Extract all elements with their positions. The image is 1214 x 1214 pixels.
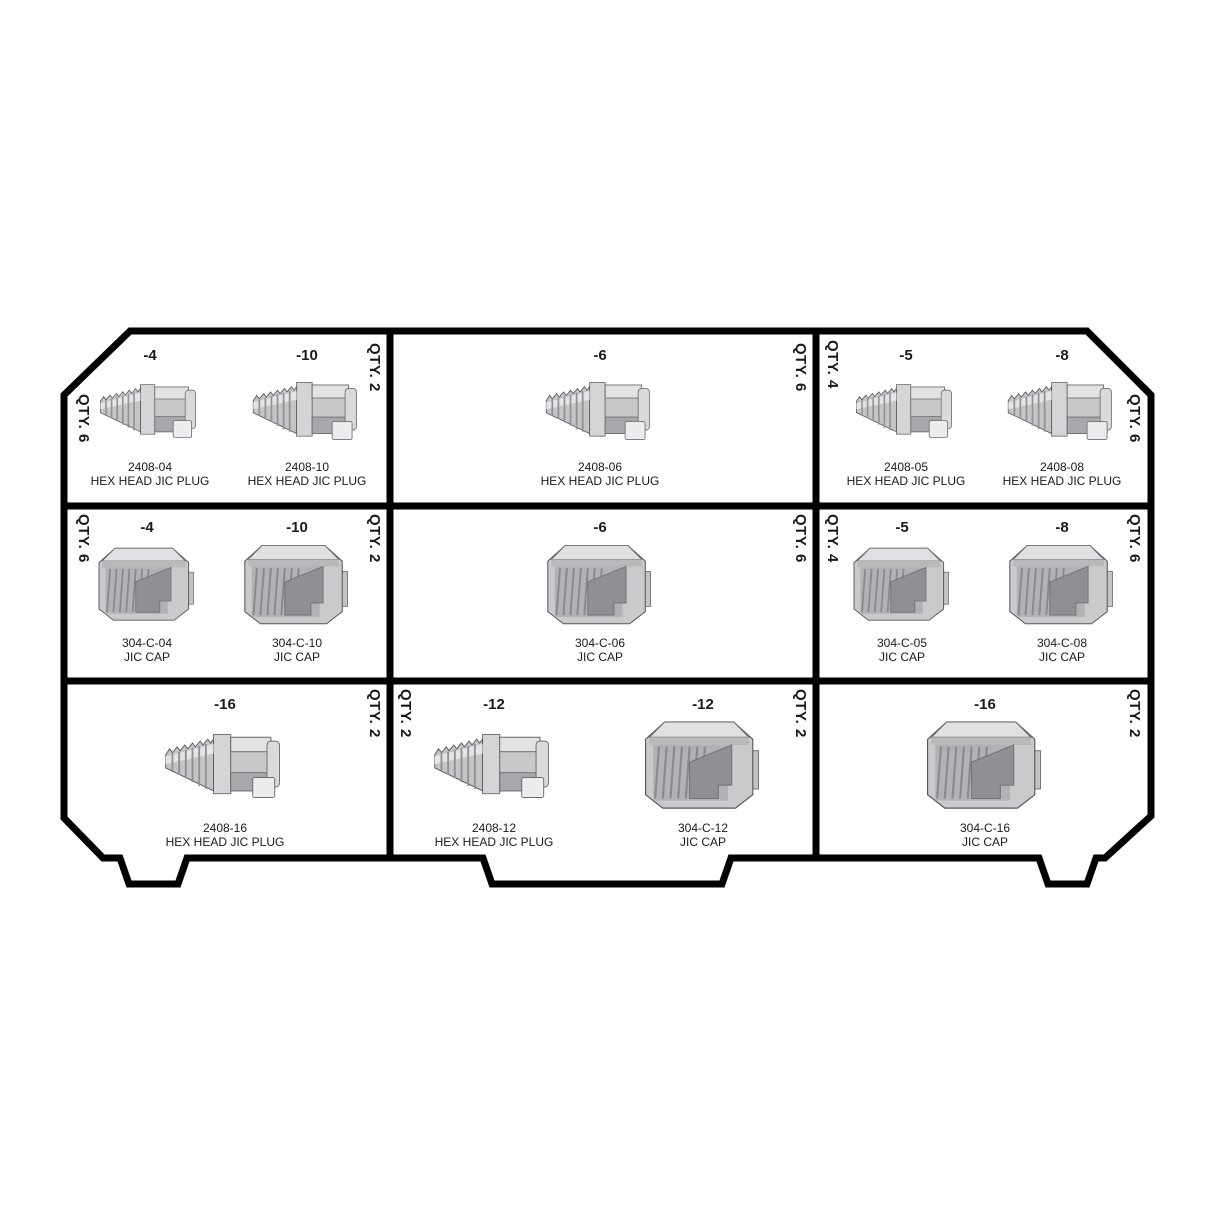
hex-plug-illustration: [158, 714, 292, 818]
qty-label: QTY. 6: [792, 343, 809, 392]
hex-plug-illustration: [1001, 365, 1123, 457]
item-name: JIC CAP: [1038, 650, 1085, 664]
qty-label: QTY. 2: [792, 689, 809, 738]
item-size-label: -8: [1055, 347, 1069, 364]
item-name: JIC CAP: [273, 650, 320, 664]
qty-label: QTY. 6: [792, 514, 809, 563]
hex-plug-illustration: [94, 365, 206, 457]
kit-item: -10 304-C-10 JIC CAP: [212, 519, 382, 664]
item-part-number: 304-C-06: [574, 636, 626, 650]
kit-item: -16 2408-16 HEX HEAD JIC PLUG: [140, 696, 310, 849]
item-name: JIC CAP: [878, 650, 925, 664]
jic-cap-illustration: [539, 537, 661, 633]
item-size-label: -12: [483, 696, 505, 713]
kit-item: -10 2408-10 HEX HEAD JIC PLUG: [222, 347, 392, 488]
item-name: JIC CAP: [123, 650, 170, 664]
jic-cap-illustration: [846, 537, 958, 633]
item-size-label: -10: [296, 347, 318, 364]
kit-item: -6 2408-06 HEX HEAD JIC PLUG: [515, 347, 685, 488]
qty-label: QTY. 2: [366, 689, 383, 738]
item-name: HEX HEAD JIC PLUG: [1002, 474, 1122, 488]
kit-item: -12 304-C-12 JIC CAP: [618, 696, 788, 849]
item-part-number: 2408-04: [127, 460, 173, 474]
jic-cap-illustration: [636, 714, 770, 818]
kit-item: -5 2408-05 HEX HEAD JIC PLUG: [821, 347, 991, 488]
item-size-label: -5: [895, 519, 909, 536]
kit-item: -4 2408-04 HEX HEAD JIC PLUG: [65, 347, 235, 488]
jic-cap-illustration: [236, 537, 358, 633]
item-part-number: 2408-10: [284, 460, 330, 474]
hex-plug-illustration: [427, 714, 561, 818]
item-part-number: 304-C-10: [271, 636, 323, 650]
item-part-number: 304-C-12: [677, 821, 729, 835]
item-name: HEX HEAD JIC PLUG: [846, 474, 966, 488]
kit-item: -4 304-C-04 JIC CAP: [62, 519, 232, 664]
hex-plug-illustration: [850, 365, 962, 457]
item-name: JIC CAP: [576, 650, 623, 664]
item-size-label: -10: [286, 519, 308, 536]
item-size-label: -16: [214, 696, 236, 713]
item-name: JIC CAP: [961, 835, 1008, 849]
item-size-label: -6: [593, 347, 607, 364]
item-part-number: 2408-08: [1039, 460, 1085, 474]
item-size-label: -12: [692, 696, 714, 713]
qty-label: QTY. 2: [1126, 689, 1143, 738]
item-part-number: 304-C-16: [959, 821, 1011, 835]
kit-item: -6 304-C-06 JIC CAP: [515, 519, 685, 664]
item-name: HEX HEAD JIC PLUG: [434, 835, 554, 849]
item-size-label: -4: [143, 347, 157, 364]
item-size-label: -8: [1055, 519, 1069, 536]
kit-item: -8 2408-08 HEX HEAD JIC PLUG: [977, 347, 1147, 488]
item-name: HEX HEAD JIC PLUG: [165, 835, 285, 849]
kit-item: -5 304-C-05 JIC CAP: [817, 519, 987, 664]
item-part-number: 2408-16: [202, 821, 248, 835]
item-size-label: -4: [140, 519, 154, 536]
item-part-number: 304-C-08: [1036, 636, 1088, 650]
item-size-label: -16: [974, 696, 996, 713]
item-name: JIC CAP: [679, 835, 726, 849]
kit-item: -8 304-C-08 JIC CAP: [977, 519, 1147, 664]
jic-cap-illustration: [918, 714, 1052, 818]
item-size-label: -5: [899, 347, 913, 364]
item-part-number: 2408-06: [577, 460, 623, 474]
kit-item: -12 2408-12 HEX HEAD JIC PLUG: [409, 696, 579, 849]
item-name: HEX HEAD JIC PLUG: [90, 474, 210, 488]
jic-cap-illustration: [91, 537, 203, 633]
item-name: HEX HEAD JIC PLUG: [540, 474, 660, 488]
item-part-number: 304-C-04: [121, 636, 173, 650]
hex-plug-illustration: [246, 365, 368, 457]
item-part-number: 2408-12: [471, 821, 517, 835]
tray-dividers: [64, 331, 1151, 858]
item-name: HEX HEAD JIC PLUG: [247, 474, 367, 488]
item-part-number: 2408-05: [883, 460, 929, 474]
kit-item: -16 304-C-16 JIC CAP: [900, 696, 1070, 849]
hex-plug-illustration: [539, 365, 661, 457]
item-size-label: -6: [593, 519, 607, 536]
item-part-number: 304-C-05: [876, 636, 928, 650]
jic-cap-illustration: [1001, 537, 1123, 633]
